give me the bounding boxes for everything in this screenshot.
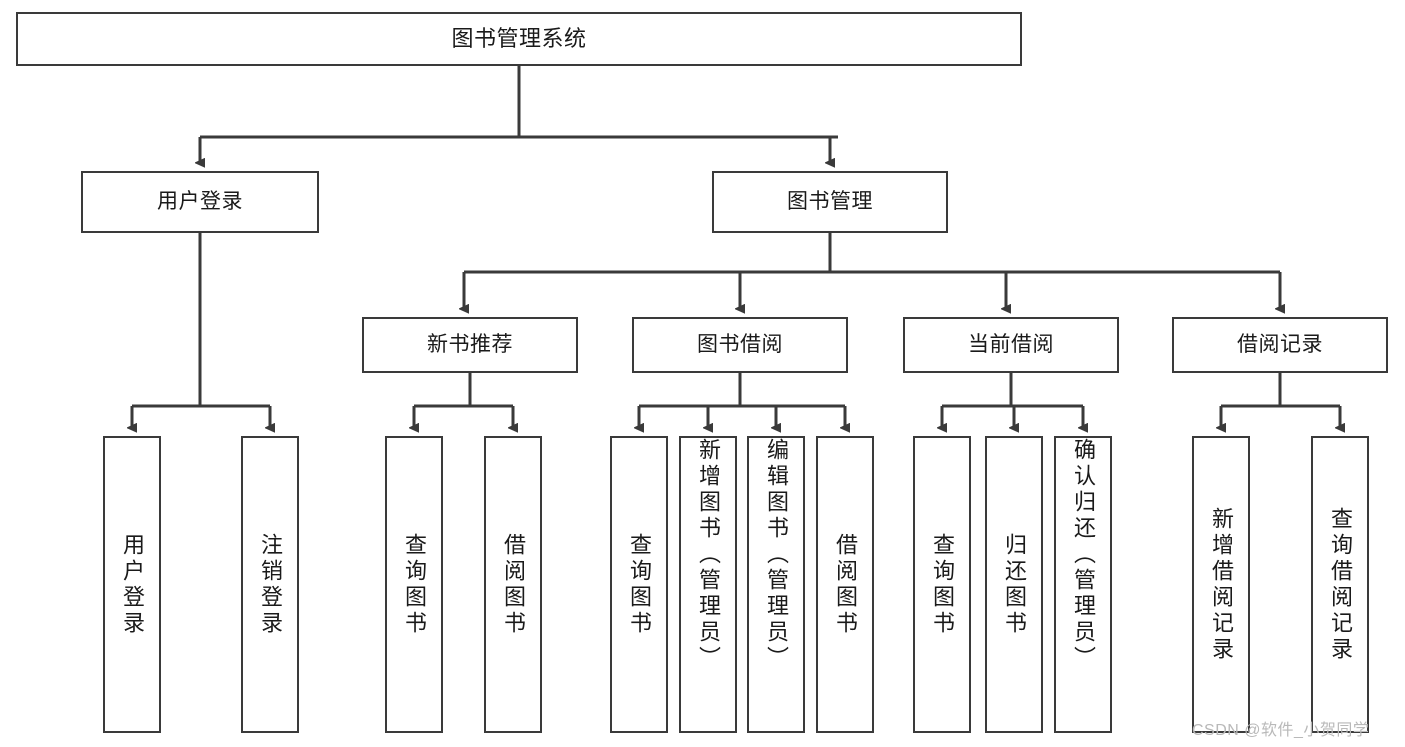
node-leaf-add-borrow-record[interactable]: 新增借阅记录	[1192, 436, 1250, 733]
node-leaf-query-book-1-label: 查询图书	[402, 532, 427, 637]
node-root[interactable]: 图书管理系统	[16, 12, 1022, 66]
node-leaf-return-book-label: 归还图书	[1002, 532, 1027, 637]
node-leaf-query-book-1[interactable]: 查询图书	[385, 436, 443, 733]
node-leaf-logout-login[interactable]: 注销登录	[241, 436, 299, 733]
node-leaf-query-book-3-label: 查询图书	[930, 532, 955, 637]
node-leaf-logout-login-label: 注销登录	[258, 532, 283, 637]
node-new-book-recommend-label: 新书推荐	[427, 332, 513, 356]
node-user-login-label: 用户登录	[157, 189, 243, 213]
node-leaf-query-borrow-record-label: 查询借阅记录	[1328, 506, 1353, 663]
node-current-borrow-label: 当前借阅	[968, 332, 1054, 356]
node-new-book-recommend[interactable]: 新书推荐	[362, 317, 578, 373]
node-leaf-borrow-book-2-label: 借阅图书	[833, 532, 858, 637]
node-leaf-user-login-label: 用户登录	[120, 532, 145, 637]
node-leaf-query-book-2-label: 查询图书	[627, 532, 652, 637]
node-leaf-borrow-book-1[interactable]: 借阅图书	[484, 436, 542, 733]
node-leaf-borrow-book-1-label: 借阅图书	[501, 532, 526, 637]
node-leaf-return-book[interactable]: 归还图书	[985, 436, 1043, 733]
node-book-manage[interactable]: 图书管理	[712, 171, 948, 233]
node-leaf-query-borrow-record[interactable]: 查询借阅记录	[1311, 436, 1369, 733]
node-root-label: 图书管理系统	[451, 26, 587, 52]
node-leaf-add-book-admin[interactable]: 新增图书（管理员）	[679, 436, 737, 733]
node-leaf-edit-book-admin-label: 编辑图书（管理员）	[764, 438, 789, 672]
node-leaf-add-borrow-record-label: 新增借阅记录	[1209, 506, 1234, 663]
node-leaf-borrow-book-2[interactable]: 借阅图书	[816, 436, 874, 733]
watermark-text: CSDN @软件_小贺同学	[1192, 722, 1370, 739]
node-book-borrow[interactable]: 图书借阅	[632, 317, 848, 373]
node-leaf-query-book-3[interactable]: 查询图书	[913, 436, 971, 733]
node-book-manage-label: 图书管理	[787, 189, 873, 213]
node-leaf-edit-book-admin[interactable]: 编辑图书（管理员）	[747, 436, 805, 733]
node-leaf-confirm-return-admin[interactable]: 确认归还（管理员）	[1054, 436, 1112, 733]
node-leaf-add-book-admin-label: 新增图书（管理员）	[696, 438, 721, 672]
node-borrow-record-label: 借阅记录	[1237, 332, 1323, 356]
node-current-borrow[interactable]: 当前借阅	[903, 317, 1119, 373]
node-leaf-confirm-return-admin-label: 确认归还（管理员）	[1071, 438, 1096, 672]
node-leaf-user-login[interactable]: 用户登录	[103, 436, 161, 733]
node-borrow-record[interactable]: 借阅记录	[1172, 317, 1388, 373]
node-leaf-query-book-2[interactable]: 查询图书	[610, 436, 668, 733]
node-user-login[interactable]: 用户登录	[81, 171, 319, 233]
node-book-borrow-label: 图书借阅	[697, 332, 783, 356]
